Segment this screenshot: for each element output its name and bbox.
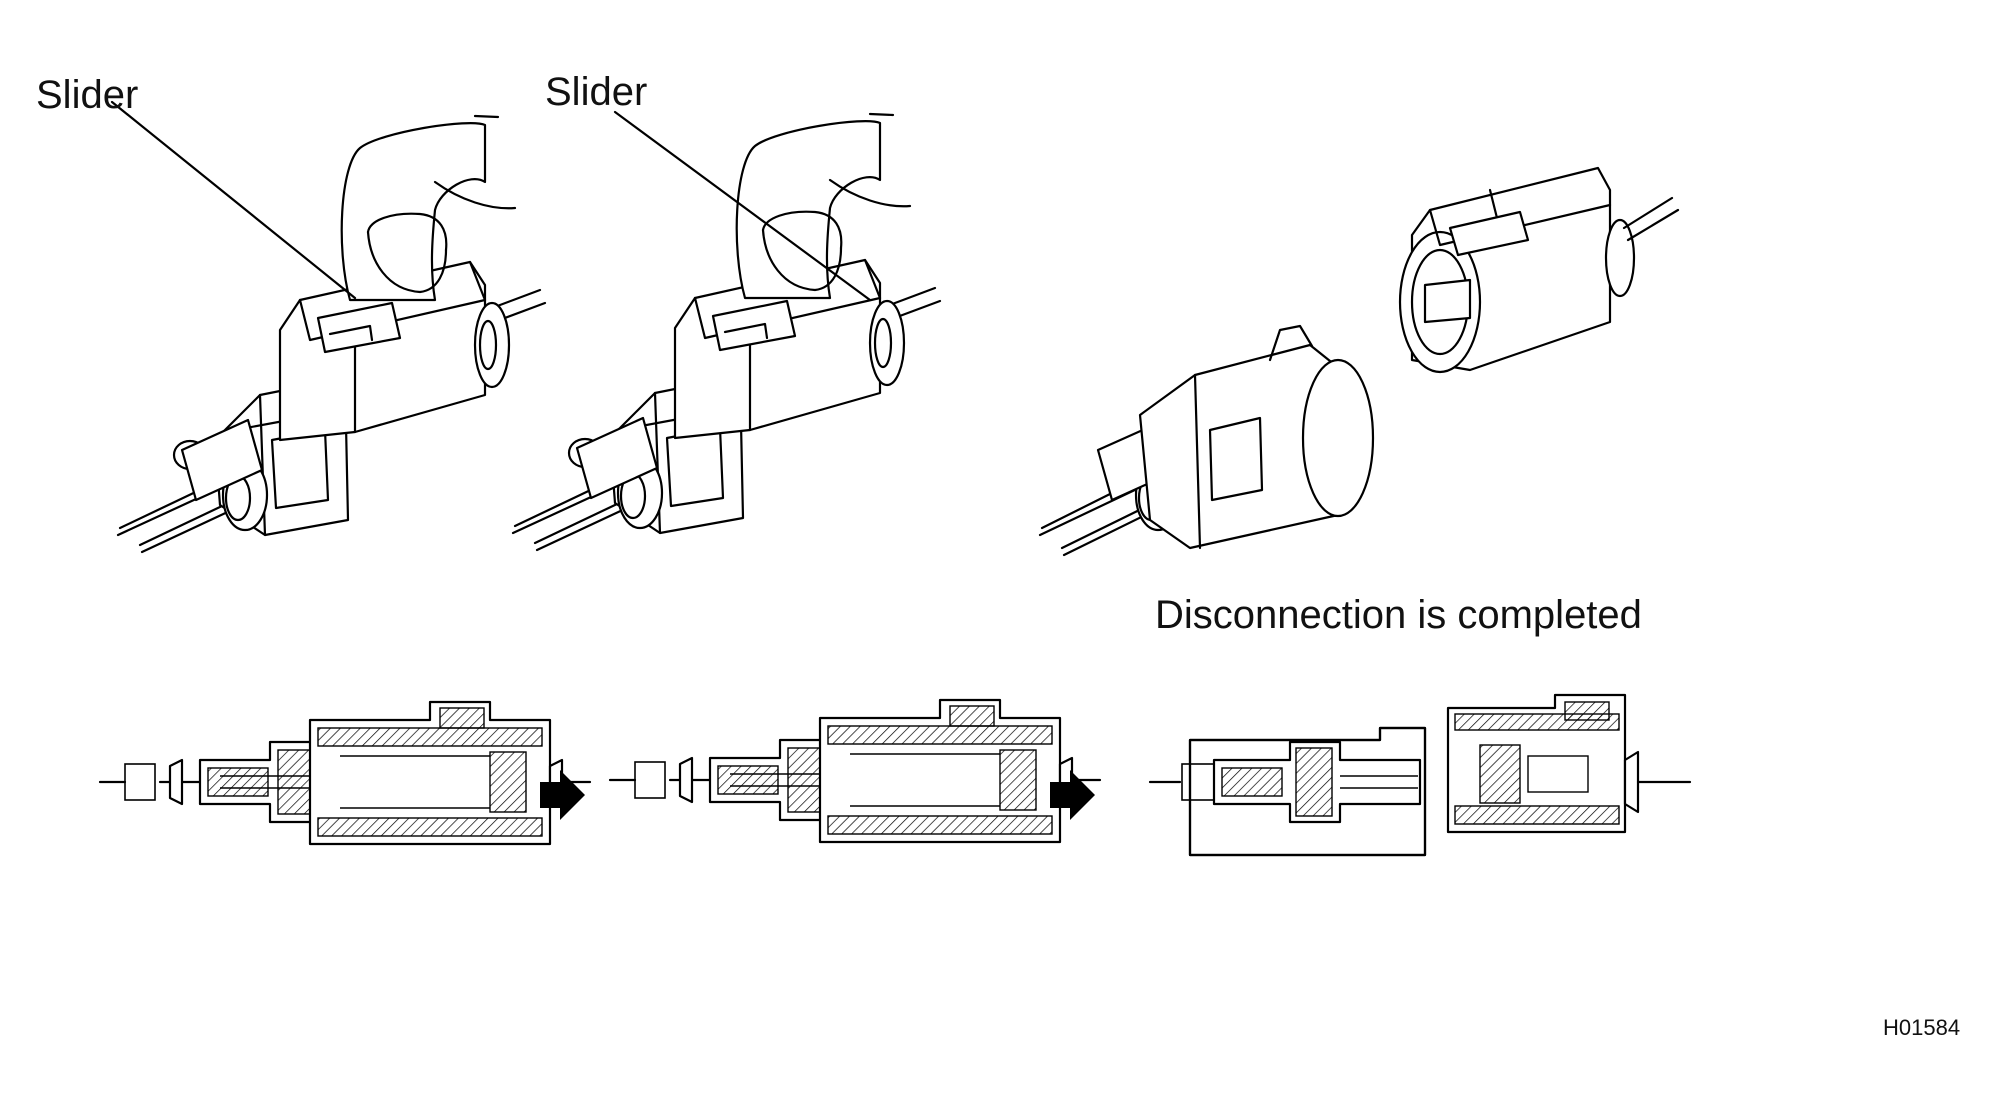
slider-leader-line-1 xyxy=(110,100,357,300)
connector-step-3-separated xyxy=(1038,166,1680,557)
right-arrow-icon xyxy=(540,770,585,820)
right-arrow-icon xyxy=(1050,770,1095,820)
slider-label-1: Slider xyxy=(36,73,139,117)
section-view-3-separated xyxy=(1148,693,1692,857)
connector-step-2-pulling-apart xyxy=(511,110,942,552)
section-view-1 xyxy=(98,700,592,846)
slider-leader-line-2 xyxy=(613,110,872,302)
step-arrow-1 xyxy=(540,770,585,820)
section-view-2 xyxy=(608,698,1102,844)
slider-label-2: Slider xyxy=(545,70,648,114)
connector-step-1-pressing-slider xyxy=(110,100,547,554)
disconnection-caption: Disconnection is completed xyxy=(1155,593,1642,637)
step-arrow-2 xyxy=(1050,770,1095,820)
figure-code: H01584 xyxy=(1883,1015,1961,1040)
